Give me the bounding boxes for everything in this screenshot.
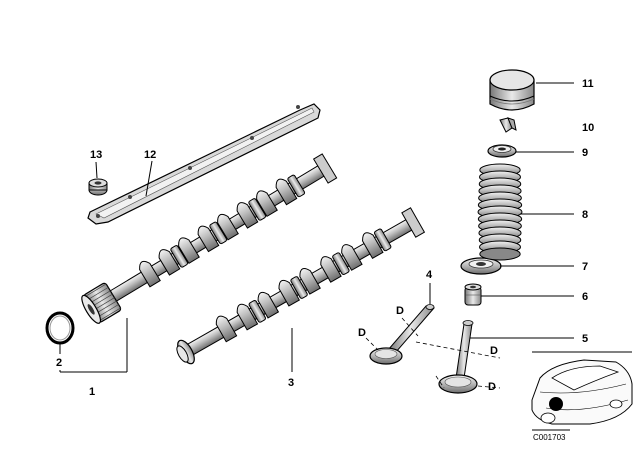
image-code: C001703 — [533, 433, 566, 442]
dimension-label-d: D — [396, 305, 404, 317]
dimension-label-d: D — [488, 381, 496, 393]
camshaft-upper — [81, 153, 338, 324]
valve-spring — [477, 163, 523, 261]
callout-3: 3 — [288, 377, 294, 389]
callout-9: 9 — [582, 147, 588, 159]
lower-spring-seat — [460, 257, 502, 275]
snap-ring — [45, 311, 75, 345]
spring-retainer — [487, 144, 517, 158]
callout-6: 6 — [582, 291, 588, 303]
stem-seal — [464, 283, 482, 306]
callout-11: 11 — [582, 78, 594, 90]
intake-valve — [369, 304, 435, 365]
callout-2: 2 — [56, 357, 62, 369]
vehicle-inset — [531, 351, 633, 431]
dimension-label-d: D — [358, 327, 366, 339]
callout-1: 1 — [89, 386, 95, 398]
engine-location-marker-icon — [549, 397, 563, 411]
callout-5: 5 — [582, 333, 588, 345]
leader-lines — [59, 82, 574, 373]
camshaft-lower — [176, 207, 426, 365]
callout-8: 8 — [582, 209, 588, 221]
callout-4: 4 — [426, 269, 433, 281]
dimension-label-d: D — [490, 345, 498, 357]
nut — [88, 178, 108, 196]
valve-keepers — [499, 117, 517, 133]
callout-7: 7 — [582, 261, 588, 273]
exhaust-valve — [438, 320, 478, 394]
callout-13: 13 — [90, 149, 102, 161]
dimension-lines — [365, 317, 501, 389]
callout-10: 10 — [582, 122, 594, 134]
bucket-tappet — [489, 69, 535, 111]
callout-12: 12 — [144, 149, 156, 161]
gasket-strip — [87, 103, 321, 225]
